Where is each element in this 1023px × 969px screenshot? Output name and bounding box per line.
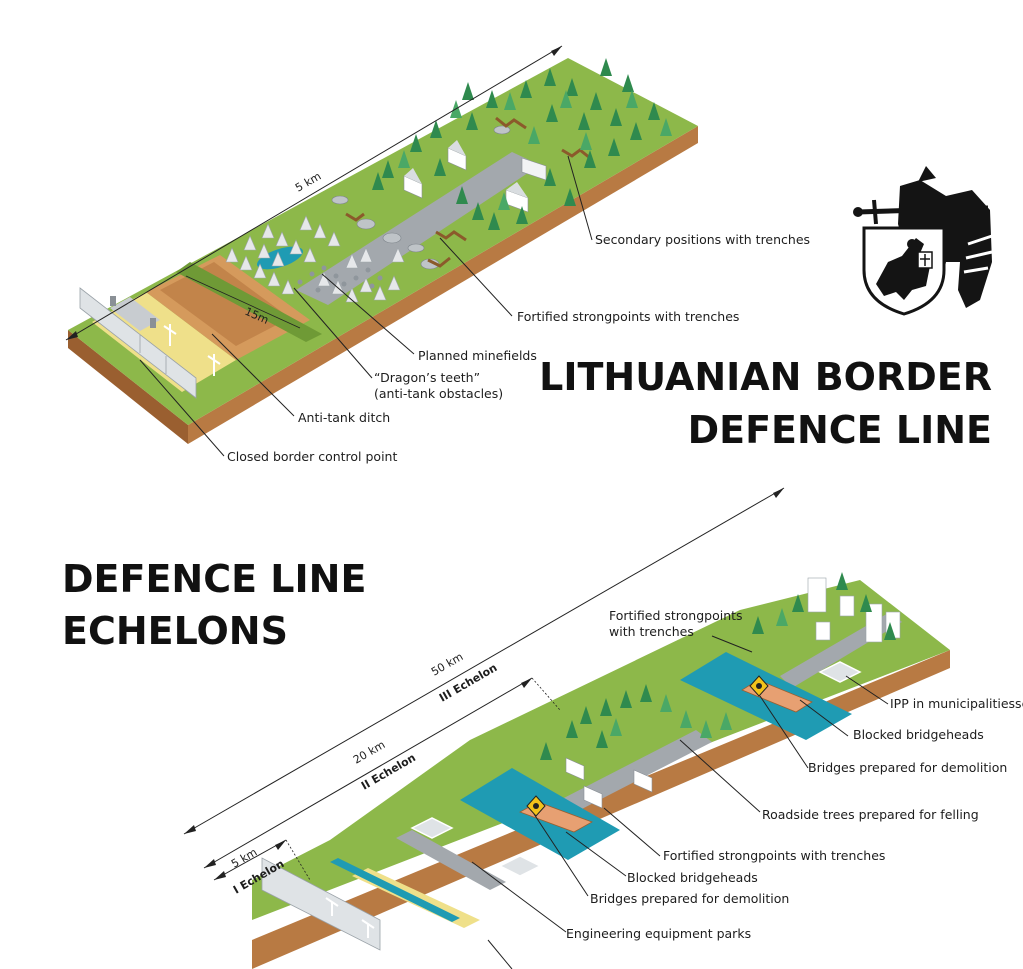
dim-label-5km: 5 km [229, 846, 259, 871]
bottom-border-fence [261, 857, 381, 951]
bottom-terrain-front-side [252, 650, 950, 969]
label-engineering-parks: Engineering equipment parks [566, 926, 751, 941]
label-bridges-demolition-2: Bridges prepared for demolition [590, 891, 789, 906]
tree-icon [610, 608, 788, 738]
label-blocked-bridgeheads-1: Blocked bridgeheads [853, 727, 984, 742]
wind-turbine-icon [325, 897, 339, 916]
top-leader-lines [139, 155, 593, 457]
section-title-line-1: DEFENCE LINE [62, 557, 366, 601]
house-icon [447, 140, 467, 171]
echelon-divider [531, 677, 561, 711]
label-fortified-strongpoints-2: Fortified strongpoints with trenches [663, 848, 885, 863]
ditch-width-line [185, 275, 301, 329]
engineering-equipment-park [410, 661, 862, 877]
dim-line-50km [183, 487, 785, 835]
house-icon [565, 757, 653, 809]
dim-line-5km [213, 839, 287, 881]
explosive-warning-icon [749, 675, 769, 697]
label-anti-tank-ditch: Anti-tank ditch [298, 410, 390, 425]
tree-icon [372, 58, 660, 230]
top-border-fence [79, 287, 197, 399]
main-title-line-1: LITHUANIAN BORDER [539, 355, 992, 399]
dim-line-20km [203, 677, 533, 869]
arrow-head [521, 678, 532, 688]
anti-tank-ditch-floor [160, 262, 290, 346]
arrow-head [204, 859, 216, 868]
bottom-terrain-diagram: 50 km III Echelon 20 km II Echelon 5 km … [183, 487, 950, 969]
main-title-line-2: DEFENCE LINE [688, 408, 992, 452]
top-distance-label: 5 km [293, 170, 323, 195]
section-title-line-2: ECHELONS [62, 609, 288, 653]
tree-icon [398, 90, 672, 210]
tree-icon [540, 572, 896, 760]
top-terrain-diagram: 15m [65, 45, 698, 444]
house-icon [521, 157, 547, 181]
top-distance-line [65, 45, 563, 341]
minefield [297, 265, 383, 293]
label-fortified-top-2: with trenches [609, 624, 694, 639]
coat-of-arms-icon [853, 166, 993, 316]
label-fortified-top-1: Fortified strongpoints [609, 608, 743, 623]
border-ditch-water [330, 858, 460, 922]
label-roadside-trees: Roadside trees prepared for felling [762, 807, 979, 822]
label-planned-minefields: Planned minefields [418, 348, 537, 363]
arrow-head [214, 871, 226, 880]
label-border-control-point: Closed border control point [227, 449, 397, 464]
border-control-point [110, 296, 160, 331]
label-blocked-bridgeheads-2: Blocked bridgeheads [627, 870, 758, 885]
arrow-head [773, 488, 784, 498]
label-bridges-demolition-1: Bridges prepared for demolition [808, 760, 1007, 775]
label-secondary-positions: Secondary positions with trenches [595, 232, 810, 247]
arrow-head [184, 825, 196, 834]
label-dragons-teeth: “Dragon’s teeth” [374, 370, 480, 385]
bottom-road-1 [396, 830, 506, 890]
trench [345, 116, 591, 268]
wind-turbine-icon [361, 919, 375, 938]
label-anti-tank-obstacles: (anti-tank obstacles) [374, 386, 503, 401]
house-icon [505, 182, 529, 213]
arrow-head [275, 840, 286, 850]
dim-label-20km: 20 km [351, 738, 387, 767]
ditch-berm [176, 262, 322, 342]
wind-turbine-icon [163, 324, 177, 346]
strongpoint [331, 125, 511, 270]
bottom-leader-lines [471, 635, 889, 969]
top-terrain-left-side [68, 330, 188, 444]
arrow-head [551, 46, 562, 56]
wind-turbine-icon [207, 354, 221, 376]
explosive-warning-icon [526, 795, 546, 817]
house-icon [403, 168, 423, 199]
label-fortified-strongpoints: Fortified strongpoints with trenches [517, 309, 739, 324]
label-ipp-municipalities: IPP in municipalitiesse [890, 696, 1023, 711]
arrow-head [66, 331, 78, 340]
